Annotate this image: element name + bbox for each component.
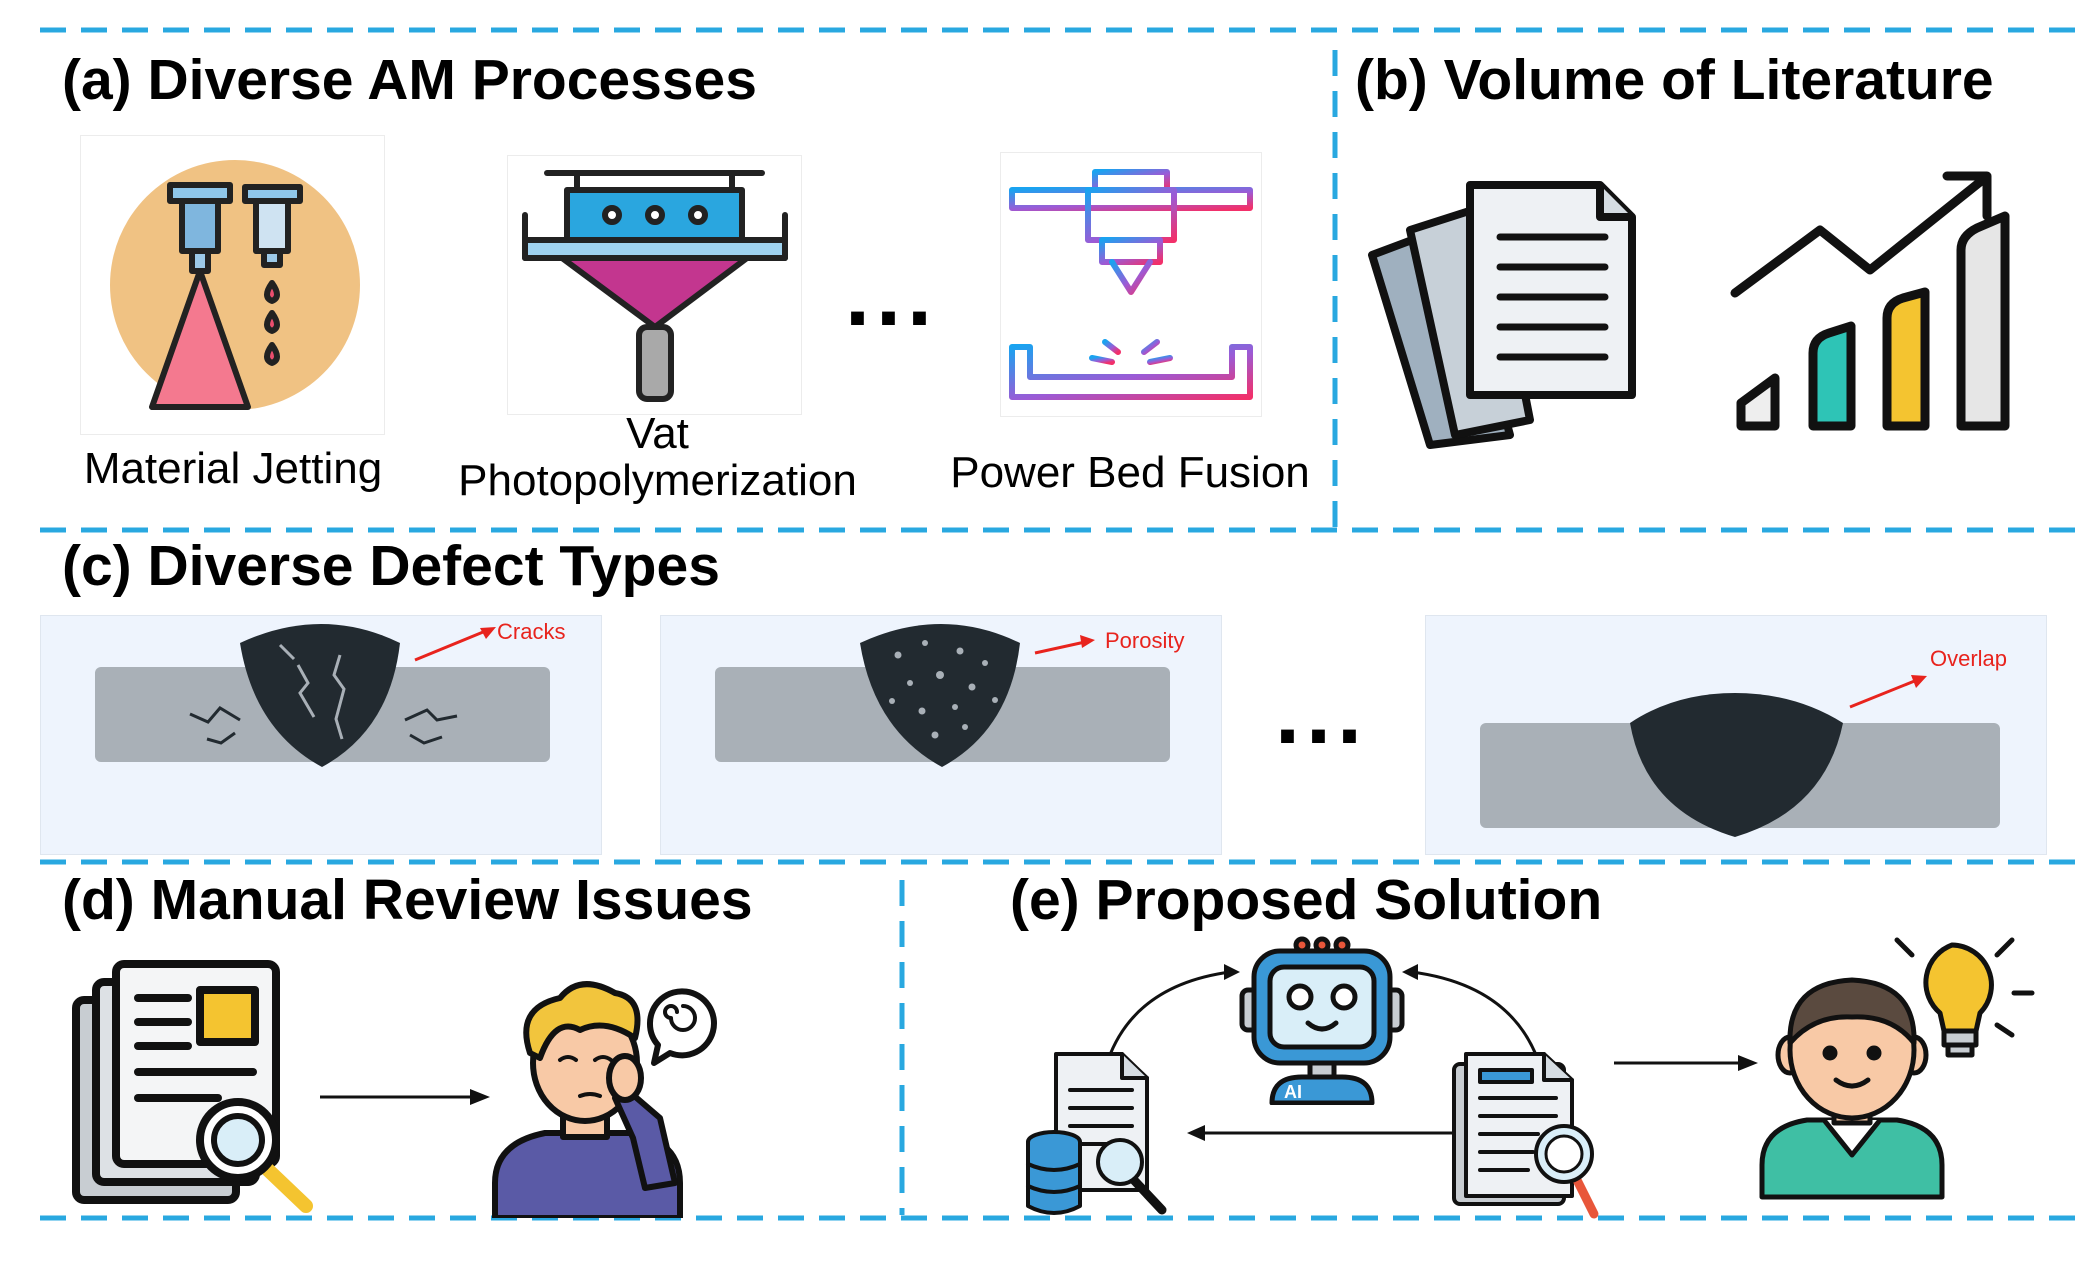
process-label-powder-bed-fusion: Power Bed Fusion bbox=[950, 448, 1310, 497]
document-search-icon bbox=[1452, 1052, 1599, 1219]
defect-overlap-panel: Overlap bbox=[1425, 615, 2047, 855]
defect-label-cracks: Cracks bbox=[497, 619, 565, 644]
arrow-to-person bbox=[1614, 1055, 1758, 1071]
process-label-material-jetting: Material Jetting bbox=[83, 444, 383, 493]
confused-person-icon bbox=[492, 981, 717, 1218]
arrow-document-to-database bbox=[1187, 1125, 1453, 1141]
arrow-review-to-person bbox=[320, 1089, 490, 1105]
material-jetting-icon bbox=[80, 135, 385, 435]
panel-c-title: (c) Diverse Defect Types bbox=[62, 534, 720, 598]
ai-robot-icon: AI bbox=[1239, 936, 1405, 1105]
ai-badge-label: AI bbox=[1284, 1082, 1302, 1102]
panel-e-title: (e) Proposed Solution bbox=[1010, 868, 1603, 932]
document-stack-icon bbox=[1368, 181, 1636, 449]
panel-d-title: (d) Manual Review Issues bbox=[62, 868, 753, 932]
panel-b-title: (b) Volume of Literature bbox=[1355, 48, 1994, 112]
defect-cracks-panel: Cracks bbox=[40, 615, 602, 855]
defect-arrow-cracks bbox=[414, 628, 489, 662]
powder-bed-fusion-icon bbox=[1000, 152, 1262, 417]
defect-label-porosity: Porosity bbox=[1105, 628, 1184, 653]
defect-porosity-panel: Porosity bbox=[660, 615, 1222, 855]
growth-chart-icon bbox=[1730, 171, 2010, 431]
document-review-icon bbox=[72, 960, 313, 1213]
vat-photopolymerization-icon bbox=[507, 155, 802, 415]
weld-bead-overlap bbox=[1630, 693, 1843, 837]
panel-a-ellipsis: ... bbox=[845, 245, 939, 345]
defect-arrow-overlap bbox=[1849, 678, 1918, 709]
idea-person-icon bbox=[1759, 937, 2035, 1200]
weld-bead-cracks bbox=[240, 624, 400, 767]
defect-arrow-porosity bbox=[1034, 640, 1086, 655]
database-search-icon bbox=[1026, 1052, 1167, 1215]
process-label-vat-photopolymerization: Vat Photopolymerization bbox=[458, 409, 857, 506]
weld-bead-porosity bbox=[860, 624, 1020, 767]
panel-c-ellipsis: ... bbox=[1275, 663, 1369, 763]
panel-a-title: (a) Diverse AM Processes bbox=[62, 48, 757, 112]
defect-label-overlap: Overlap bbox=[1930, 646, 2007, 671]
